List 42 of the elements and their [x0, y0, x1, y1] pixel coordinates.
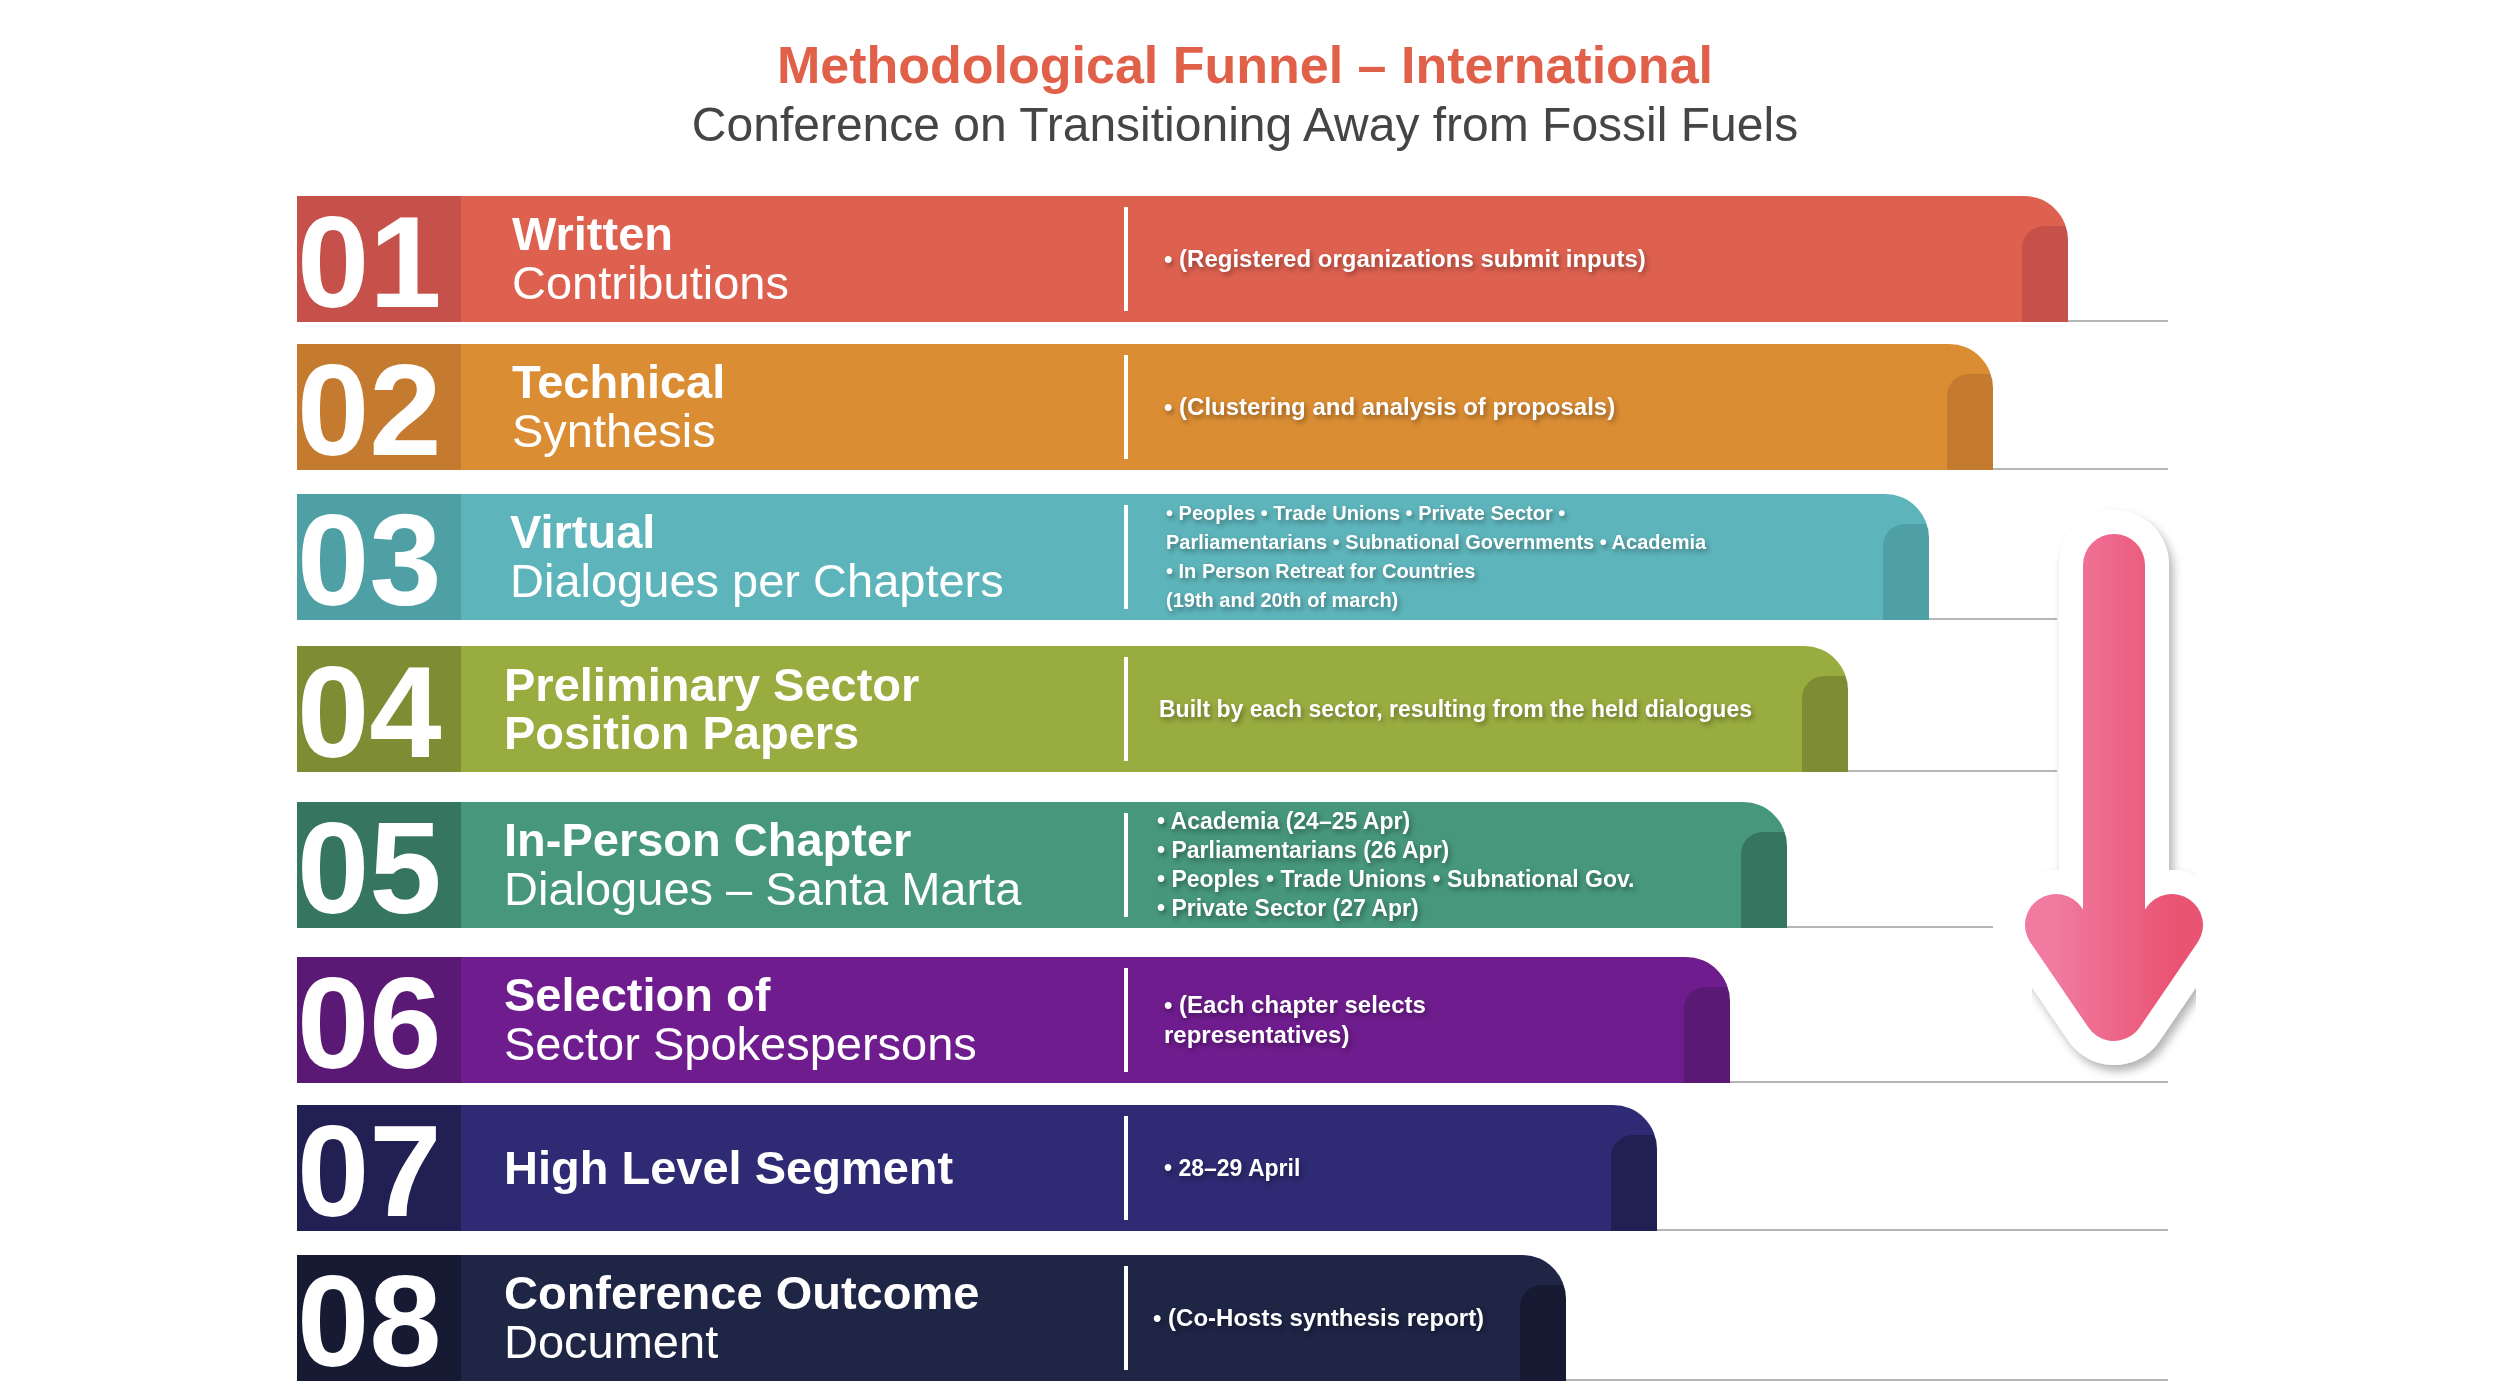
step-description: • Peoples • Trade Unions • Subnational Gov. — [1157, 865, 1635, 894]
step-number: 01 — [297, 196, 461, 322]
step-band — [297, 494, 1929, 620]
step-number: 08 — [297, 1255, 461, 1381]
step-band — [297, 646, 1848, 772]
step-title: High Level Segment — [504, 1144, 954, 1192]
step-subtitle: Dialogues per Chapters — [510, 556, 1004, 606]
step-band — [297, 1255, 1566, 1381]
step-subtitle: Contributions — [512, 258, 789, 308]
step-description: • Private Sector (27 Apr) — [1157, 894, 1419, 923]
step-description: • (Co-Hosts synthesis report) — [1153, 1303, 1485, 1333]
step-band — [297, 1105, 1657, 1231]
step-description: • (Each chapter selects representatives) — [1164, 990, 1427, 1050]
step-subtitle: Synthesis — [512, 406, 716, 456]
step-description: • Parliamentarians (26 Apr) — [1157, 836, 1450, 865]
step-description: Built by each sector, resulting from the held dialogues — [1159, 695, 1752, 724]
step-title: Selection of — [504, 971, 771, 1019]
step-number: 03 — [297, 494, 461, 620]
step-title: In-Person Chapter — [504, 816, 912, 864]
step-title: Virtual — [510, 508, 656, 556]
step-number: 07 — [297, 1105, 461, 1231]
step-number: 04 — [297, 646, 461, 772]
step-subtitle: Document — [504, 1317, 719, 1367]
step-description: • 28–29 April — [1164, 1154, 1301, 1183]
step-description: • Academia (24–25 Apr) — [1157, 807, 1411, 836]
step-number: 02 — [297, 344, 461, 470]
diagram-title: Methodological Funnel – International Conference on Transitioning Away from Fossil Fuels — [691, 35, 1799, 153]
step-title: Preliminary Sector Position Papers — [504, 661, 921, 757]
step-number: 06 — [297, 957, 461, 1083]
step-band — [297, 802, 1787, 928]
step-number: 05 — [297, 802, 461, 928]
step-title: Conference Outcome — [504, 1269, 980, 1317]
step-title: Technical — [512, 358, 726, 406]
step-band — [297, 957, 1730, 1083]
step-description: • In Person Retreat for Countries (19th and 20th of march) — [1166, 559, 1477, 613]
step-description: • (Clustering and analysis of proposals) — [1164, 392, 1616, 422]
step-band — [297, 196, 2068, 322]
step-band — [297, 344, 1993, 470]
step-title: Written — [512, 210, 673, 258]
step-description: • Peoples • Trade Unions • Private Sector • Parliamentarians • Subnational Governments • Academia — [1166, 501, 1708, 555]
step-subtitle: Sector Spokespersons — [504, 1019, 977, 1069]
step-description: • (Registered organizations submit inputs) — [1164, 244, 1646, 274]
